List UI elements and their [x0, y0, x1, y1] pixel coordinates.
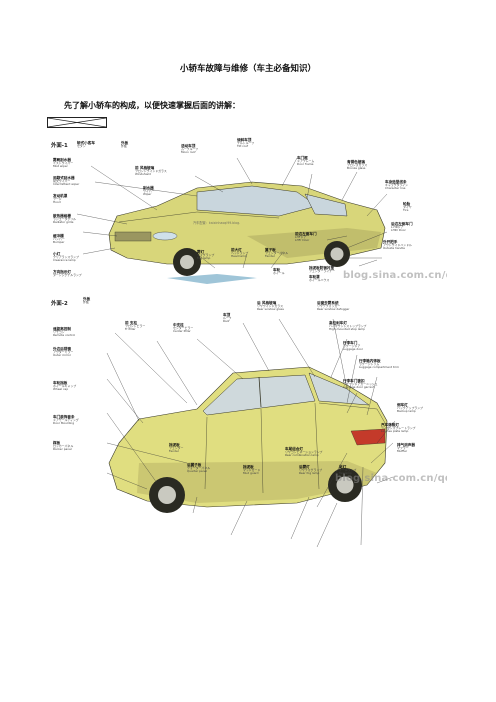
cross-icon: [48, 118, 106, 127]
car-side-windows: [202, 374, 316, 416]
label-wheel: 车轮ホイール: [273, 268, 285, 276]
document-title: 小轿车故障与维修（车主必备知识）: [179, 64, 316, 74]
figure-2-title: 外面-2: [51, 301, 68, 307]
tail-lamp: [350, 428, 386, 446]
label-outer-panel-2: 外板外板: [83, 297, 91, 305]
label-outer-panel: 外板外板: [121, 141, 129, 149]
car-front-illustration: [76, 157, 388, 284]
label-fender-liner: 挡泥板防锈衬里フェンダーライナー: [309, 266, 335, 274]
car-rear-glass: [308, 372, 370, 406]
label-wheel-house: 车轮罩ホイールハウス: [309, 275, 330, 283]
car-body-rear: [108, 366, 388, 508]
watermark-small: 汽车配置：kaixinhaoqi99.blog.: [193, 221, 241, 225]
car-side-glass: [304, 193, 348, 217]
label-sedan: 轿式小客车セダン: [77, 141, 95, 149]
label-turn-signal: 方向指示灯ターンシグナルランプ: [53, 270, 82, 278]
watermark-2: blog.sina.com.cn/qdjj: [335, 473, 447, 484]
figure-1-title: 外面-1: [51, 143, 68, 149]
intro-text: 先了解小轿车的构成，以便快速掌握后面的讲解：: [64, 101, 240, 110]
car-rear-illustration: [106, 318, 396, 548]
watermark-1: blog.sina.com.cn/qdjj: [343, 270, 447, 281]
placeholder-box: [47, 117, 107, 128]
